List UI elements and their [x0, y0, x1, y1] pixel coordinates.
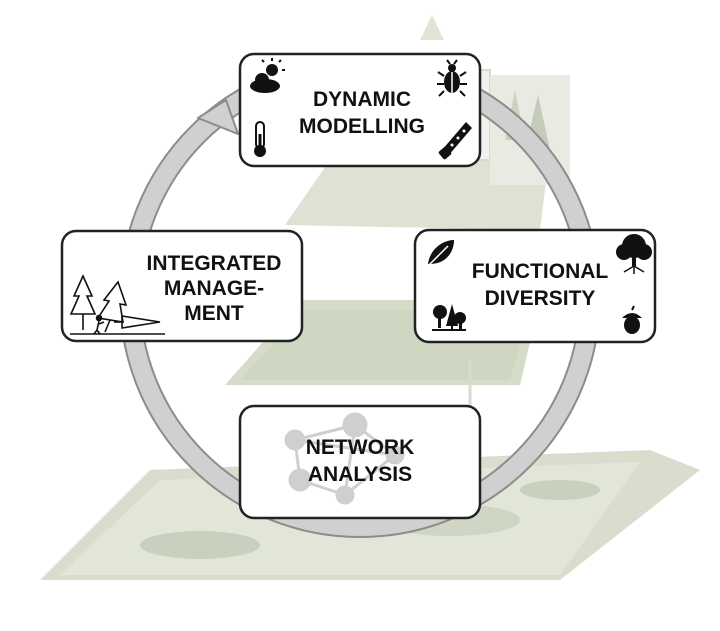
node-functional-diversity: FUNCTIONAL DIVERSITY: [413, 228, 657, 344]
node-integrated-management: INTEGRATED MANAGE- MENT: [60, 229, 304, 343]
node-label-line: DIVERSITY: [485, 287, 596, 310]
beetle-icon: [437, 59, 467, 97]
tree-roots-icon: [616, 234, 652, 274]
tree-felling-icon: [69, 274, 165, 335]
node-label-line: ANALYSIS: [308, 463, 412, 486]
cycle-arrowhead: [197, 99, 239, 135]
network-graph-icon: [284, 412, 405, 505]
node-network-analysis: NETWORK ANALYSIS: [238, 404, 482, 520]
acorn-icon: [622, 305, 642, 334]
node-label-line: MODELLING: [299, 115, 425, 138]
node-label-line: DYNAMIC: [313, 88, 411, 111]
node-label-line: MENT: [184, 302, 244, 325]
node-label-line: NETWORK: [306, 436, 415, 459]
node-label-line: FUNCTIONAL: [472, 260, 609, 283]
weather-icon: [250, 58, 285, 93]
thermometer-icon: [254, 121, 266, 157]
forest-icon: [432, 304, 466, 331]
node-dynamic-modelling: DYNAMIC MODELLING: [238, 52, 482, 168]
leaf-icon: [425, 240, 454, 269]
saw-icon: [438, 122, 472, 160]
node-label-line: INTEGRATED: [147, 252, 282, 275]
node-label-line: MANAGE-: [164, 277, 264, 300]
